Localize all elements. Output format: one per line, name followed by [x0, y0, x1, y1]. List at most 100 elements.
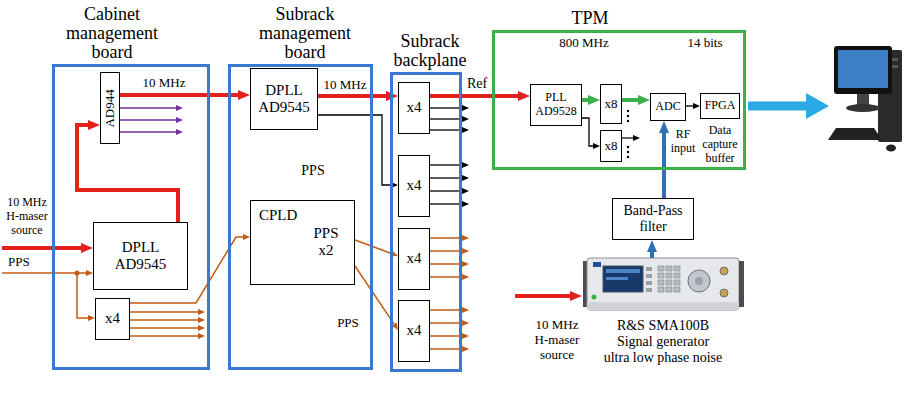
wire-label: RF input [669, 128, 697, 156]
monitor-frame [834, 46, 892, 94]
clock-output [430, 118, 462, 119]
text-wrap: AD944 [101, 73, 119, 143]
text-wrap: x8 [601, 131, 621, 161]
signal-connector [582, 118, 593, 146]
clock-output [430, 190, 462, 191]
instrument-handle [739, 261, 744, 307]
key [666, 266, 672, 271]
dpll-chip: DPLL AD9545 [250, 68, 318, 130]
box-label: x8 [605, 97, 618, 112]
key [674, 266, 680, 271]
data-link-arrow [806, 93, 829, 119]
clock-output [430, 107, 462, 108]
box-label: x8 [605, 139, 618, 154]
signal-generator: R&S SMA100B Signal generator ultra low p… [582, 258, 744, 370]
fanout-buffer: x4 [95, 298, 130, 340]
clock-output [622, 137, 633, 138]
ellipsis-dot [627, 120, 629, 122]
box-label: x4 [407, 322, 422, 339]
key [674, 287, 680, 292]
clock-buffer-chip: AD944 [100, 72, 120, 144]
label-slot: Ref [465, 76, 489, 92]
adc-chip: ADC [650, 93, 686, 121]
signal-connector [318, 94, 386, 98]
pps-output [430, 237, 462, 239]
source-label: 10 MHz H-maser source [4, 196, 50, 237]
key [658, 273, 664, 278]
ellipsis-dot [627, 151, 629, 153]
reference-wire [515, 294, 570, 298]
text-wrap: x8 [601, 85, 621, 123]
rotary-knob [695, 277, 703, 285]
rf-connector [720, 289, 728, 297]
monitor-screen [838, 50, 888, 88]
label-slot: PPS [334, 316, 362, 331]
mouse [886, 145, 896, 152]
box-label: PPS x2 [309, 225, 343, 260]
text-wrap: x4 [399, 301, 429, 361]
pps-output [130, 311, 198, 313]
pll-chip: PLL AD9528 [530, 84, 582, 126]
board-heading: Subrack backplane [388, 32, 472, 70]
softkey [646, 288, 652, 292]
instrument-base [587, 302, 739, 310]
instrument-caption: R&S SMA100B Signal generator ultra low p… [603, 318, 723, 366]
softkey [646, 267, 652, 271]
text-wrap: x4 [399, 229, 429, 289]
fanout-buffer: x4 [398, 155, 430, 217]
text-slot: PPS x2 [309, 225, 343, 260]
wire-label: Ref [465, 76, 489, 92]
pps-output [430, 335, 462, 337]
clock-output [120, 119, 176, 121]
signal-connector [430, 94, 518, 98]
heading-slot: Subrack backplane [388, 32, 472, 70]
softkey [646, 274, 652, 278]
key [666, 273, 672, 278]
fanout-buffer: x4 [398, 82, 430, 134]
box-label: x4 [407, 250, 422, 267]
label-slot: 10 MHz H-maser source [4, 196, 50, 237]
rf-connector [720, 267, 728, 275]
pps-output [430, 322, 462, 324]
heading-slot: TPM [560, 9, 620, 28]
board-panel: Cabinet management boardAD944DPLL AD9545… [52, 64, 210, 370]
signal-connector [686, 105, 693, 106]
bit-width-label: 14 bits [684, 36, 726, 51]
keypad [658, 266, 680, 292]
display-line [606, 269, 640, 273]
ellipsis-dot [627, 146, 629, 148]
text-wrap: DPLL AD9545 [94, 223, 187, 289]
key [674, 273, 680, 278]
text-wrap: ADC [651, 94, 685, 120]
label-slot: 800 MHz [556, 36, 612, 51]
fanout-buffer: x4 [398, 228, 430, 290]
text-wrap: x4 [96, 299, 129, 339]
text-wrap: x4 [399, 156, 429, 216]
power-button [592, 295, 597, 300]
wire-label: PPS [334, 316, 362, 331]
signal-connector [622, 98, 638, 102]
pps-output [430, 263, 462, 265]
rotary-knob [688, 270, 710, 292]
ellipsis-dot [627, 110, 629, 112]
clock-output [120, 107, 176, 109]
monitor-base [846, 104, 880, 112]
signal-name: PPS [296, 163, 330, 179]
box-label: FPGA [705, 99, 736, 113]
fpga-chip: FPGA [700, 93, 740, 119]
clock-output [430, 129, 462, 130]
key [658, 280, 664, 285]
source-label: 10 MHz H-maser source [530, 318, 584, 363]
ellipsis-dot [627, 115, 629, 117]
box-label: AD944 [103, 89, 118, 127]
pps-wire [77, 273, 88, 318]
text-slot: CPLD [259, 207, 309, 224]
board-heading: TPM [560, 9, 620, 28]
signal-connector [77, 125, 178, 222]
text-wrap: Band-Pass filter [613, 199, 693, 239]
heading-slot: Cabinet management board [60, 5, 164, 62]
pps-output [130, 327, 198, 329]
label-slot: RF input [669, 128, 697, 156]
